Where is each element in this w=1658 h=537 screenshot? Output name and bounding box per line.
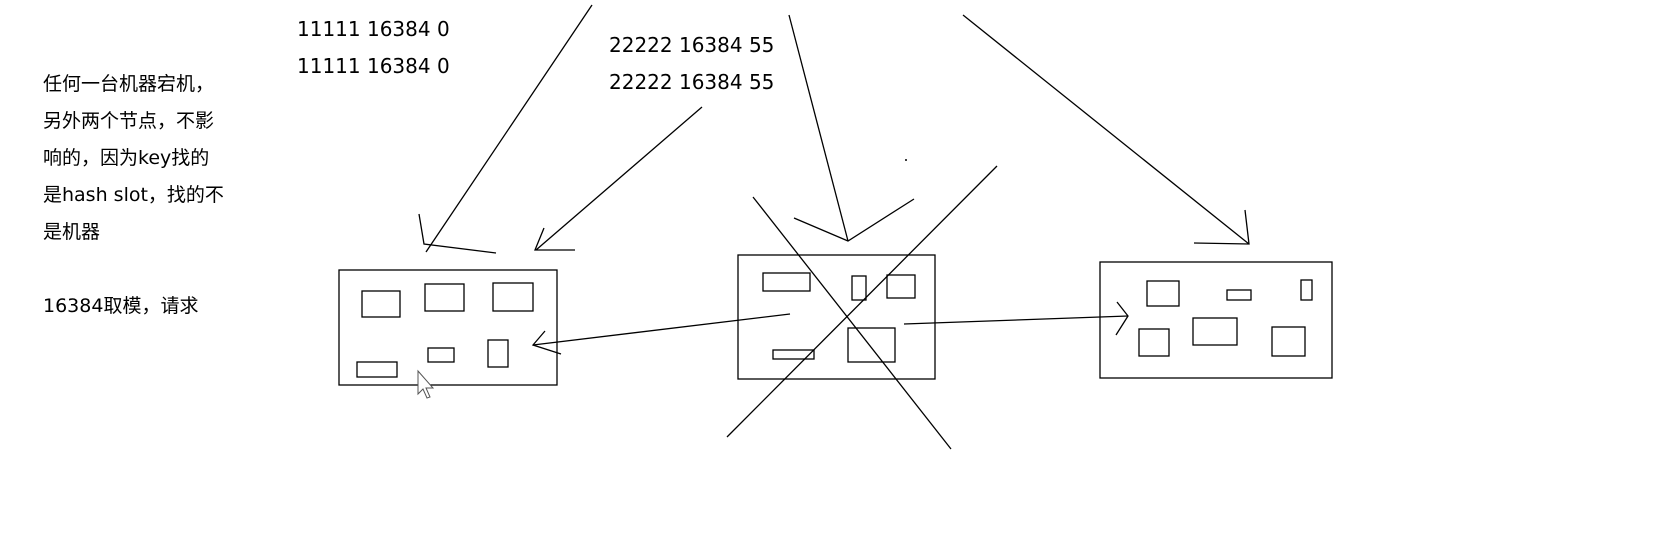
node1-label-b: 11111 16384 0 bbox=[297, 54, 450, 78]
slot-block bbox=[361, 290, 401, 318]
request-arrow-to-node-3 bbox=[962, 14, 1250, 245]
slot-block bbox=[1146, 280, 1180, 307]
stray-dot bbox=[905, 159, 907, 161]
migration-arrow-to-node-3 bbox=[903, 301, 1129, 336]
node2-label-a: 22222 16384 55 bbox=[609, 33, 775, 57]
request-arrow-to-node-1-secondary bbox=[534, 106, 703, 251]
node-3 bbox=[1099, 261, 1333, 379]
note-modulo-line: 16384取模，请求 bbox=[43, 295, 199, 317]
failure-cross-stroke bbox=[726, 165, 998, 438]
node1-label-a: 11111 16384 0 bbox=[297, 17, 450, 41]
node-2-box bbox=[737, 254, 936, 380]
note-line-3: 响的，因为key找的 bbox=[43, 147, 210, 169]
note-line-5: 是机器 bbox=[43, 221, 101, 243]
slot-block bbox=[886, 274, 916, 299]
migration-arrow-to-node-1 bbox=[531, 313, 791, 355]
slot-block bbox=[1192, 317, 1238, 346]
slot-block bbox=[424, 283, 465, 312]
failure-cross-stroke bbox=[752, 196, 952, 450]
slot-block bbox=[772, 349, 815, 360]
slot-block bbox=[487, 339, 509, 368]
request-arrow-to-node-1 bbox=[418, 4, 593, 254]
request-arrow-to-node-2 bbox=[788, 14, 915, 242]
slot-block bbox=[847, 327, 896, 363]
note-line-4: 是hash slot，找的不 bbox=[43, 184, 224, 206]
slot-block bbox=[851, 275, 867, 301]
slot-block bbox=[427, 347, 455, 363]
mouse-pointer-icon bbox=[417, 369, 435, 399]
note-line-1: 任何一台机器宕机， bbox=[43, 73, 215, 95]
slot-block bbox=[1138, 328, 1170, 357]
slot-block bbox=[1226, 289, 1252, 301]
node-3-box bbox=[1099, 261, 1333, 379]
node2-label-b: 22222 16384 55 bbox=[609, 70, 775, 94]
note-line-2: 另外两个节点，不影 bbox=[43, 110, 215, 132]
slot-block bbox=[492, 282, 534, 312]
node-1-box bbox=[338, 269, 558, 386]
node-2 bbox=[726, 165, 998, 450]
slot-block bbox=[762, 272, 811, 292]
slot-block bbox=[356, 361, 398, 378]
slot-block bbox=[1300, 279, 1313, 301]
slot-block bbox=[1271, 326, 1306, 357]
explanation-note: 任何一台机器宕机， 另外两个节点，不影 响的，因为key找的 是hash slo… bbox=[43, 66, 253, 325]
node-1 bbox=[338, 269, 558, 386]
